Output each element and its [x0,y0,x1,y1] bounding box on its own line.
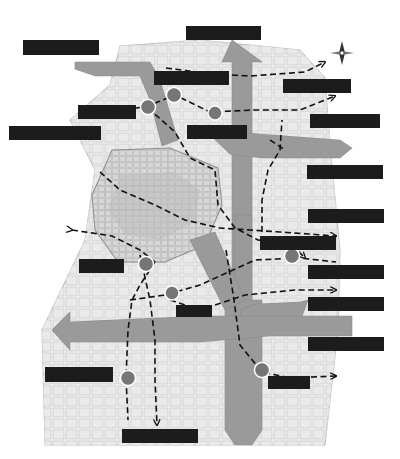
station-node [207,105,223,121]
redacted-label [260,236,336,250]
station-nodes [119,86,301,387]
redacted-label [308,209,384,223]
redacted-label [154,71,229,85]
redacted-label [23,40,99,55]
route-line-04 [99,171,336,236]
route-line-09 [139,254,157,425]
redacted-label [78,105,136,119]
station-node [164,285,180,301]
route-line-06 [269,139,286,151]
route-line-05 [261,119,283,232]
redacted-label [308,297,384,311]
redacted-label [122,429,198,443]
redacted-label [308,337,384,351]
station-node [165,86,183,104]
station-node [139,98,157,116]
redacted-label [45,367,113,382]
urban-core-hub [108,172,200,240]
redacted-label [283,79,351,93]
arterial-roads [51,39,353,446]
redacted-label [308,265,384,279]
redacted-label [79,259,124,273]
station-node [283,247,301,265]
redacted-labels [9,26,384,443]
redacted-label [176,305,212,317]
route-line-08 [125,261,156,421]
redacted-label [186,26,261,40]
redacted-label [310,114,380,128]
redacted-label [307,165,383,179]
station-node [253,361,271,379]
redacted-label [187,125,247,139]
station-node [137,255,155,273]
redacted-label [9,126,101,140]
north-arrow-icon [330,41,354,65]
redacted-label [268,376,310,389]
station-node [119,369,137,387]
route-line-10 [129,257,337,301]
